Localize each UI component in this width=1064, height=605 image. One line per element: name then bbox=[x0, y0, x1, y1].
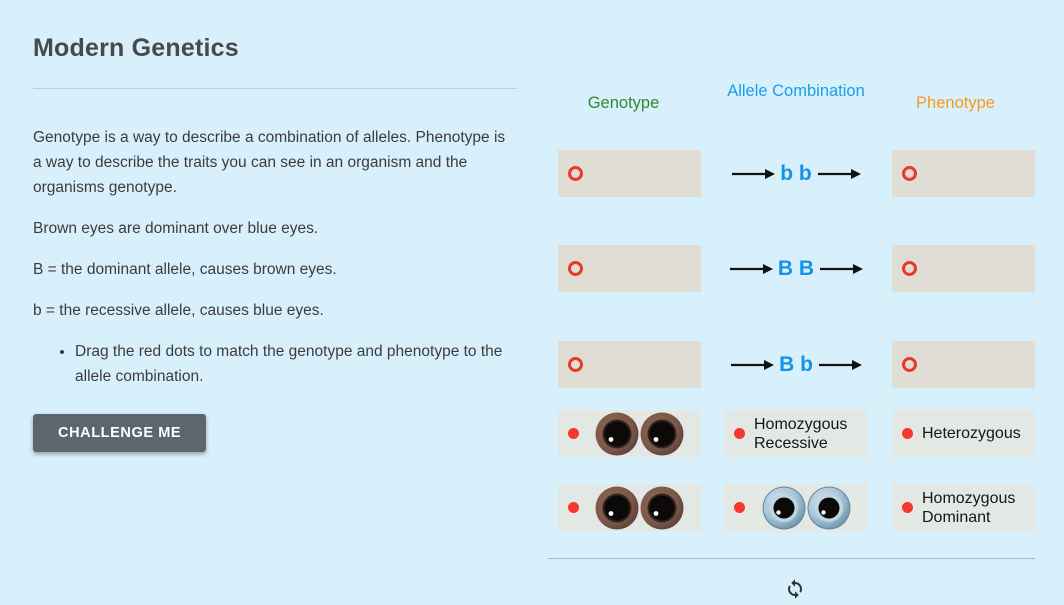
drop-ring-icon[interactable] bbox=[568, 166, 583, 181]
title-divider bbox=[33, 88, 517, 89]
genotype-drop-target[interactable] bbox=[558, 341, 701, 388]
board-divider bbox=[548, 558, 1035, 559]
phenotype-drop-target[interactable] bbox=[892, 150, 1035, 197]
allele-combination-label: b b bbox=[780, 161, 812, 185]
phenotype-drop-target[interactable] bbox=[892, 341, 1035, 388]
blue-eyes-icon bbox=[745, 486, 868, 530]
allele-row: B B bbox=[724, 245, 868, 292]
drop-ring-icon[interactable] bbox=[902, 357, 917, 372]
card-label: Homozygous Recessive bbox=[754, 415, 848, 452]
drop-ring-icon[interactable] bbox=[568, 357, 583, 372]
card-label: Homozygous Dominant bbox=[922, 489, 1016, 526]
card-label: Heterozygous bbox=[922, 425, 1021, 442]
allele-combination-label: B b bbox=[779, 352, 813, 376]
drag-instruction: Drag the red dots to match the genotype … bbox=[75, 339, 517, 389]
genotype-card-brown-eyes bbox=[558, 410, 701, 457]
drag-dot-handle[interactable] bbox=[568, 428, 579, 439]
drag-dot-handle[interactable] bbox=[902, 428, 913, 439]
genotype-drop-target[interactable] bbox=[558, 245, 701, 292]
brown-eyes-icon bbox=[579, 412, 701, 456]
left-arrow-icon bbox=[732, 168, 776, 179]
instruction-list: Drag the red dots to match the genotype … bbox=[33, 339, 517, 389]
allele-combination-column-header: Allele Combination bbox=[727, 82, 865, 100]
left-arrow-icon bbox=[731, 359, 775, 370]
phenotype-drop-target[interactable] bbox=[892, 245, 1035, 292]
right-arrow-icon bbox=[820, 263, 864, 274]
intro-paragraph: Genotype is a way to describe a combinat… bbox=[33, 129, 506, 196]
recessive-allele-fact: b = the recessive allele, causes blue ey… bbox=[33, 302, 324, 319]
dominant-allele-fact: B = the dominant allele, causes brown ey… bbox=[33, 261, 337, 278]
drag-dot-handle[interactable] bbox=[568, 502, 579, 513]
allele-row: b b bbox=[724, 150, 868, 197]
allele-combination-label: B B bbox=[777, 256, 815, 280]
brown-eyes-icon bbox=[579, 486, 701, 530]
drag-dot-handle[interactable] bbox=[734, 428, 745, 439]
drop-ring-icon[interactable] bbox=[902, 166, 917, 181]
genotype-column-header: Genotype bbox=[587, 94, 660, 112]
drag-dot-handle[interactable] bbox=[902, 502, 913, 513]
refresh-icon bbox=[788, 579, 802, 599]
allele-card-blue-eyes bbox=[724, 484, 868, 531]
right-arrow-icon bbox=[818, 359, 862, 370]
phenotype-column-header: Phenotype bbox=[916, 94, 995, 112]
left-arrow-icon bbox=[729, 263, 773, 274]
phenotype-card-homozygous-dominant: Homozygous Dominant bbox=[892, 484, 1035, 531]
dominance-fact: Brown eyes are dominant over blue eyes. bbox=[33, 220, 319, 237]
genotype-card-brown-eyes bbox=[558, 484, 701, 531]
right-arrow-icon bbox=[817, 168, 861, 179]
drag-dot-handle[interactable] bbox=[734, 502, 745, 513]
refresh-button[interactable] bbox=[783, 576, 807, 600]
page-title: Modern Genetics bbox=[33, 34, 239, 62]
drop-ring-icon[interactable] bbox=[902, 261, 917, 276]
allele-row: B b bbox=[724, 341, 868, 388]
allele-card-homozygous-recessive: Homozygous Recessive bbox=[724, 410, 868, 457]
drop-ring-icon[interactable] bbox=[568, 261, 583, 276]
info-panel: Modern Genetics Genotype is a way to des… bbox=[33, 22, 517, 452]
genotype-drop-target[interactable] bbox=[558, 150, 701, 197]
challenge-me-button[interactable]: CHALLENGE ME bbox=[33, 414, 207, 452]
phenotype-card-heterozygous: Heterozygous bbox=[892, 410, 1035, 457]
